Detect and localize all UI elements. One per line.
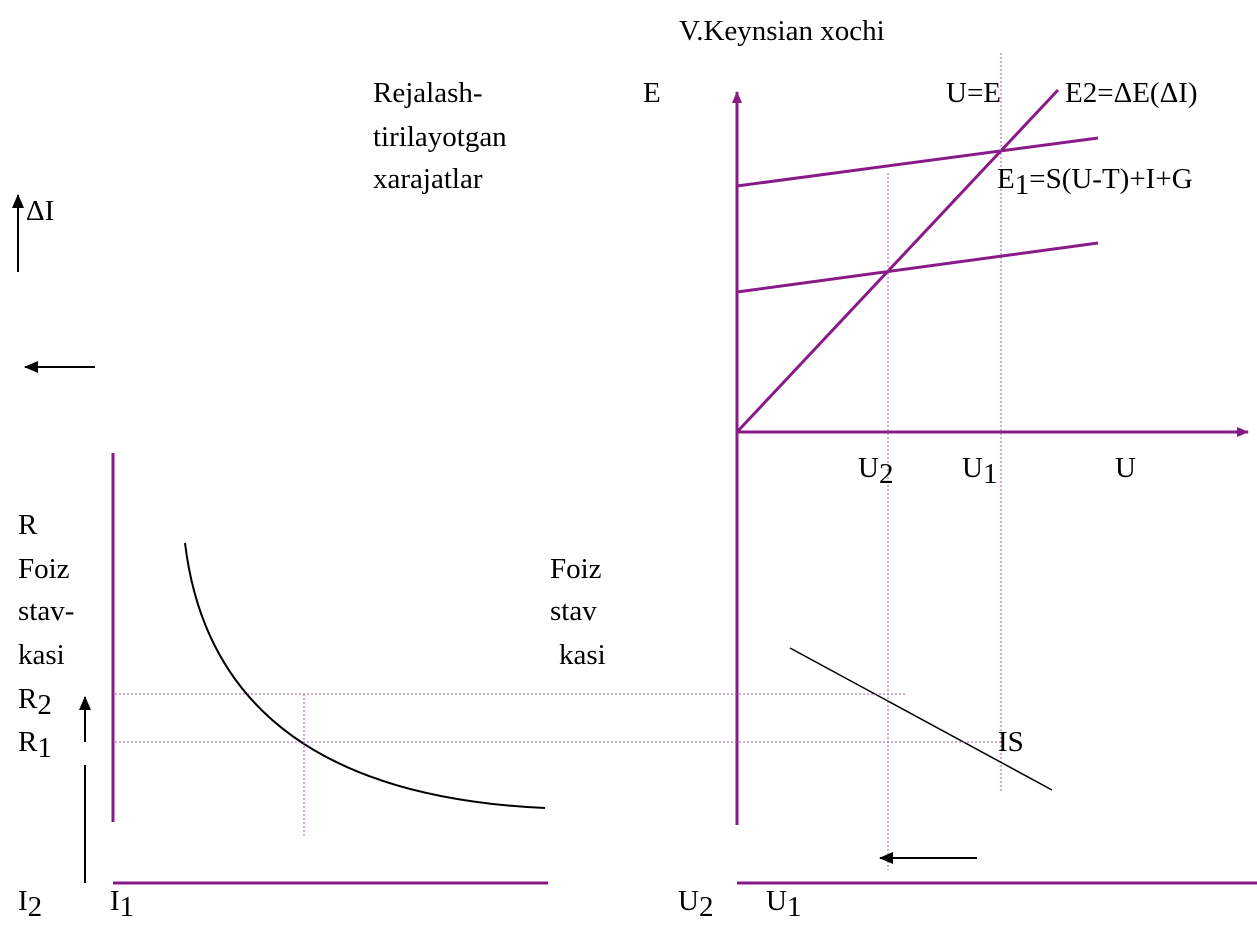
foiz-left-label: Foiz xyxy=(18,553,70,585)
diagram-title: V.Keynsian xochi xyxy=(679,15,885,47)
ylabel-line-1: Rejalash- xyxy=(373,77,483,109)
is-curve-label: IS xyxy=(998,726,1024,758)
r-axis-label: R xyxy=(18,509,38,541)
e-axis-label: E xyxy=(643,77,661,109)
ue-line-label: U=E xyxy=(946,77,1001,109)
stav-left-label: stav- xyxy=(18,595,74,627)
u1-axis-label: U1 xyxy=(962,452,997,490)
delta-i-label: ΔI xyxy=(26,195,54,227)
is-curve xyxy=(789,647,1053,791)
e1-expenditure-line xyxy=(736,241,1099,294)
investment-demand-curve xyxy=(184,542,546,809)
e2-line-label: E2=ΔE(ΔI) xyxy=(1065,77,1198,109)
u2-axis-label: U2 xyxy=(858,452,893,490)
r2-label: R2 xyxy=(18,683,52,721)
i1-label: I1 xyxy=(110,885,134,923)
i2-label: I2 xyxy=(18,885,42,923)
u2-bottom-label: U2 xyxy=(678,885,713,923)
ue-45-degree-line xyxy=(735,88,1060,434)
u-axis-label: U xyxy=(1115,452,1136,484)
e2-expenditure-line xyxy=(736,136,1099,188)
u1-bottom-label: U1 xyxy=(766,885,801,923)
kasi-left-label: kasi xyxy=(18,639,65,671)
foiz-mid-label: Foiz xyxy=(550,553,602,585)
kasi-mid-label: kasi xyxy=(559,639,606,671)
stav-mid-label: stav xyxy=(550,595,597,627)
r1-label: R1 xyxy=(18,726,52,764)
ylabel-line-2: tirilayotgan xyxy=(373,121,507,153)
ylabel-line-3: xarajatlar xyxy=(373,163,483,195)
e1-line-label: E1=S(U-T)+I+G xyxy=(997,163,1193,201)
